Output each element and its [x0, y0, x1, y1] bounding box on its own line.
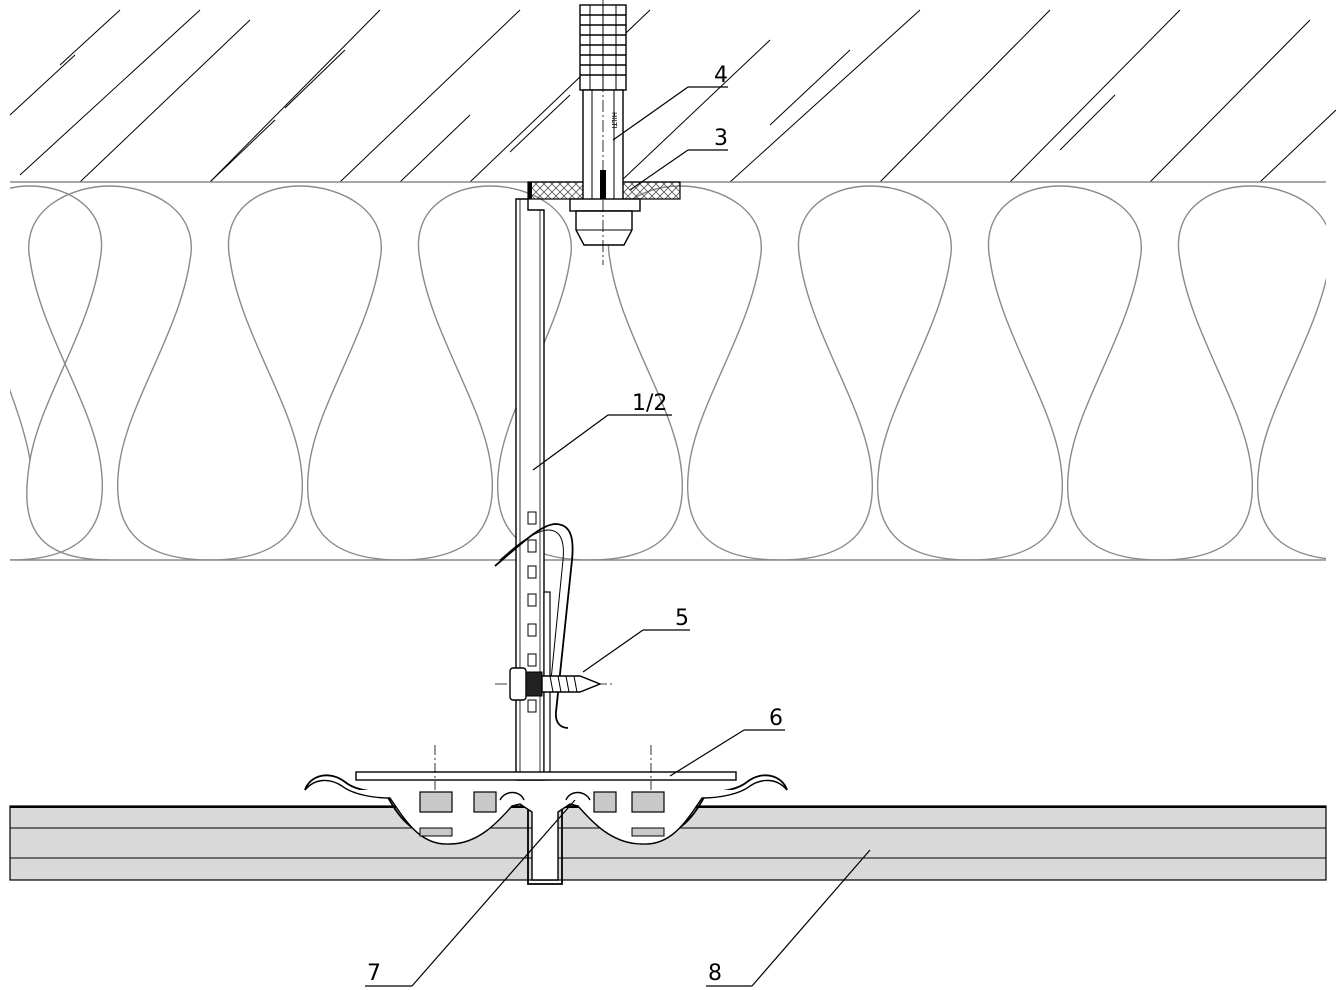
callout-3: 3 [629, 126, 728, 191]
wall-hatching [9, 9, 1336, 182]
callout-7: 7 [365, 799, 576, 987]
self-drilling-screw [495, 667, 615, 701]
insulation-loops [10, 185, 1326, 560]
callout-4-label: 4 [714, 63, 728, 88]
callout-7-label: 7 [367, 961, 381, 986]
fixing-rail [304, 774, 788, 885]
callout-6: 6 [669, 706, 785, 777]
callout-1-2-label: 1/2 [632, 391, 667, 416]
callout-3-label: 3 [714, 126, 728, 151]
callout-4: 4 [612, 63, 728, 141]
callout-5-label: 5 [675, 606, 689, 631]
callout-8: 8 [706, 849, 871, 987]
insulation-symbol [10, 185, 1326, 560]
callout-5: 5 [582, 606, 690, 673]
anchor-bolt: HILTI [569, 0, 641, 265]
callout-1-2: 1/2 [532, 391, 672, 471]
bracket-serrations [527, 511, 537, 713]
callout-6-label: 6 [769, 706, 783, 731]
svg-text:HILTI: HILTI [610, 112, 618, 129]
callout-8-label: 8 [708, 961, 722, 986]
